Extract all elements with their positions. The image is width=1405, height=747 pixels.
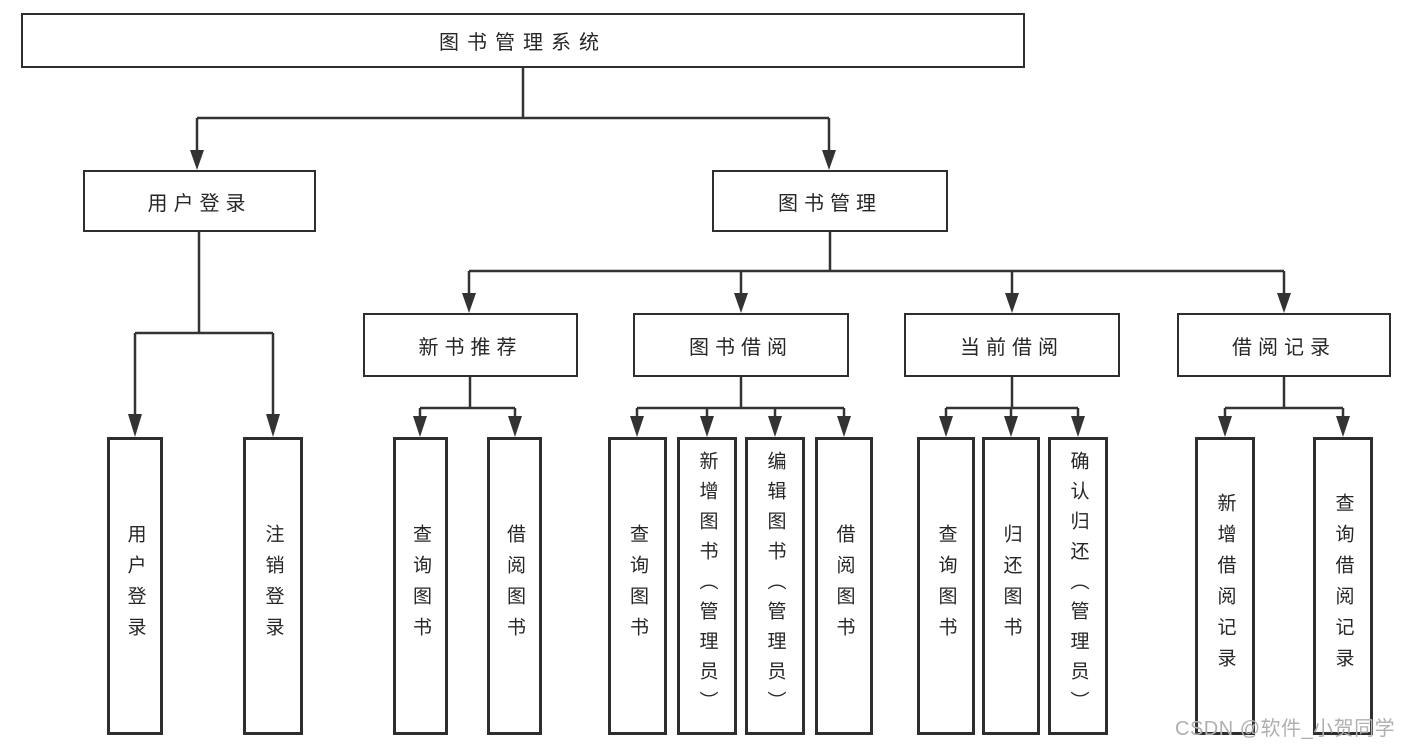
node-current-borrowing: 当前借阅 <box>904 313 1120 377</box>
leaf-borrow-books-1: 借阅图书 <box>487 437 542 735</box>
leaf-query-books-1: 查询图书 <box>393 437 448 735</box>
leaf-add-borrow-record-label: 新增借阅记录 <box>1214 493 1236 679</box>
leaf-confirm-return-admin-label: 确认归还（管理员） <box>1067 451 1089 721</box>
leaf-confirm-return-admin: 确认归还（管理员） <box>1048 437 1108 735</box>
leaf-add-book-admin-label: 新增图书（管理员） <box>696 451 718 721</box>
node-library-management-system: 图书管理系统 <box>21 13 1025 68</box>
node-book-borrowing: 图书借阅 <box>633 313 849 377</box>
leaf-return-books-label: 归还图书 <box>1000 524 1022 648</box>
node-borrowing-records: 借阅记录 <box>1177 313 1391 377</box>
leaf-query-borrow-record: 查询借阅记录 <box>1313 437 1373 735</box>
csdn-watermark: CSDN @软件_小贺同学 <box>1175 718 1396 740</box>
leaf-user-login: 用户登录 <box>107 437 163 735</box>
leaf-borrow-books-2-label: 借阅图书 <box>833 524 855 648</box>
leaf-borrow-books-1-label: 借阅图书 <box>504 524 525 648</box>
leaf-query-books-3-label: 查询图书 <box>935 524 957 648</box>
leaf-query-books-2-label: 查询图书 <box>627 524 648 648</box>
node-new-book-recommend: 新书推荐 <box>363 313 578 377</box>
leaf-edit-book-admin-label: 编辑图书（管理员） <box>764 451 786 721</box>
leaf-add-book-admin: 新增图书（管理员） <box>677 437 737 735</box>
leaf-query-books-1-label: 查询图书 <box>410 524 431 648</box>
leaf-return-books: 归还图书 <box>982 437 1040 735</box>
leaf-borrow-books-2: 借阅图书 <box>815 437 873 735</box>
leaf-logout-label: 注销登录 <box>262 524 284 648</box>
leaf-query-borrow-record-label: 查询借阅记录 <box>1332 493 1354 679</box>
leaf-query-books-3: 查询图书 <box>917 437 975 735</box>
node-user-login: 用户登录 <box>83 170 316 232</box>
leaf-edit-book-admin: 编辑图书（管理员） <box>745 437 805 735</box>
leaf-query-books-2: 查询图书 <box>608 437 667 735</box>
leaf-add-borrow-record: 新增借阅记录 <box>1195 437 1255 735</box>
leaf-user-login-label: 用户登录 <box>124 524 146 648</box>
leaf-logout: 注销登录 <box>243 437 303 735</box>
arrowheads <box>128 150 1350 437</box>
node-book-management: 图书管理 <box>712 170 948 232</box>
